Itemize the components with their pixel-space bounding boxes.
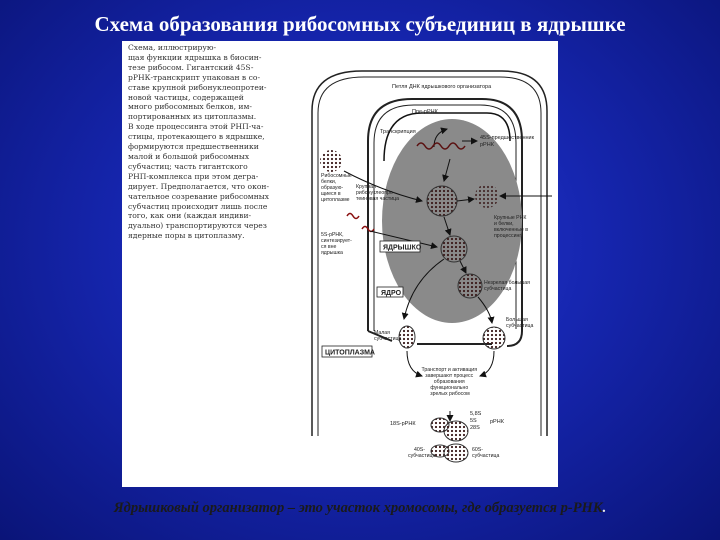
rrna-18s-label: 18S-рРНК [390, 421, 416, 427]
prerna-label: Пре-рРНК [412, 109, 439, 115]
nuclear-envelope [367, 98, 523, 347]
caption-period: . [602, 500, 607, 516]
rrna-label: рРНК [490, 419, 505, 425]
rrna-transcript [416, 142, 466, 150]
rna5s-label: 5S-рРНК, синтезирует- ся вне ядрышка [321, 232, 353, 256]
ribosomal-proteins-cluster [320, 150, 342, 172]
big-particle-label: Крупная рибонуклеопро- теиновая частица [356, 184, 399, 202]
slide-title: Схема образования рибосомных субъединиц … [94, 12, 626, 36]
transport-arrow-right [479, 350, 495, 378]
description-line: субчастиц; часть гигантского [128, 161, 248, 171]
separate-60s [443, 443, 469, 463]
nucleolus-label: ЯДРЫШКО [383, 245, 422, 252]
processing-particle [440, 235, 468, 263]
processing-arrow [443, 216, 452, 236]
immature-large-subunit [457, 273, 483, 299]
degrading-rna-cluster [475, 184, 499, 208]
description-line: рРНК-транскрипт упакован в со- [128, 72, 261, 82]
nucleolus-label-box [379, 240, 421, 253]
description-line: малой и большой рибосомных [128, 151, 250, 161]
cell-membrane-outer [311, 70, 548, 436]
description-line: Схема, иллюстрирую- [128, 43, 217, 52]
transport-label: Транспорт и активация завершают процесс … [422, 367, 479, 397]
description-line: формируются предшественники [128, 142, 259, 152]
nucleus-label-box [376, 286, 404, 298]
immature-large-label: Незрелая большая субчастица [484, 280, 531, 292]
description-line: новой частицы, содержащей [128, 92, 244, 102]
rrna-list: 5,8S 5S 28S [470, 411, 483, 431]
mature-60s-subunit [443, 420, 469, 442]
small-subunit [398, 325, 416, 349]
rna5s-squiggle [346, 212, 360, 220]
description-line: РНП-комплекса при этом дегра- [128, 171, 259, 181]
large-sub-label: Большая субчастица [506, 317, 533, 329]
sub40s-label: 40S- субчастица [408, 447, 435, 459]
degrading-label: Крупные РНК и белки, включенные в процес… [494, 215, 529, 239]
description-line: чательное созревание рибосомных [128, 191, 270, 201]
large-rnp-particle [426, 185, 458, 217]
figure-description: Схема, иллюстрирую- щая функции ядрышка … [128, 43, 300, 241]
cytoplasm-label-box [321, 345, 373, 358]
description-line: ядерные поры в цитоплазму. [128, 231, 245, 241]
nucleolus-region [382, 119, 522, 323]
description-line: субчастиц происходит лишь после [128, 201, 268, 211]
description-line: дирует. Предполагается, что окон- [128, 181, 270, 191]
rnp-to-processing [442, 158, 451, 182]
to-large-subunit-arrow [477, 296, 495, 324]
degradation-arrow [456, 196, 475, 204]
to-small-subunit-arrow [401, 258, 445, 320]
transcription-label: Транскрипция [380, 129, 416, 135]
rrna45s-label: 45S-предшественник рРНК [480, 135, 536, 148]
figure-page: Схема, иллюстрирую- щая функции ядрышка … [122, 41, 558, 487]
description-line: ставе крупной рибонуклеопротеи- [128, 82, 267, 92]
ribosome-diagram: ЯДРЫШКО ЯДРО ЦИТОПЛАЗМА Петля ДНК ядрышк… [311, 70, 552, 463]
description-line: тезе рибосом. Гигантский 45S- [128, 62, 254, 72]
description-line: щая функции ядрышка в биосин- [128, 52, 262, 62]
description-line: портированных из цитоплазмы. [128, 112, 257, 122]
small-sub-label: Малая субчастица [374, 330, 401, 342]
organizer-label: Петля ДНК ядрышкового организатора [392, 84, 492, 90]
nuclear-envelope-inner [373, 104, 517, 331]
proteins-to-nucleolus [343, 170, 423, 203]
sub60s-label: 60S- субчастица [472, 447, 499, 459]
slide-caption: Ядрышковый организатор – это участок хро… [0, 500, 720, 517]
nucleus-label: ЯДРО [381, 290, 402, 297]
description-line: дуально) транспортируются через [128, 221, 267, 231]
ribo-proteins-label: Рибосомные белки, образую- щиеся в цитоп… [321, 173, 353, 203]
caption-text: Ядрышковый организатор – это участок хро… [113, 500, 603, 516]
description-line: того, как они (каждая индиви- [128, 211, 252, 221]
large-subunit [482, 326, 506, 350]
rna5s-arrow [369, 230, 438, 250]
to-immature-arrow [459, 260, 467, 274]
cytoplasm-label: ЦИТОПЛАЗМА [325, 350, 375, 357]
description-line: В ходе процессинга этой РНП-ча- [128, 122, 264, 132]
cell-membrane-inner [317, 76, 542, 436]
description-line: много рибосомных белков, им- [128, 102, 252, 112]
transport-arrow-left [406, 350, 423, 378]
nuclear-pore [367, 330, 393, 342]
description-line: стицы, протекающего в ядрышке, [128, 132, 265, 142]
dna-loop [383, 112, 511, 162]
